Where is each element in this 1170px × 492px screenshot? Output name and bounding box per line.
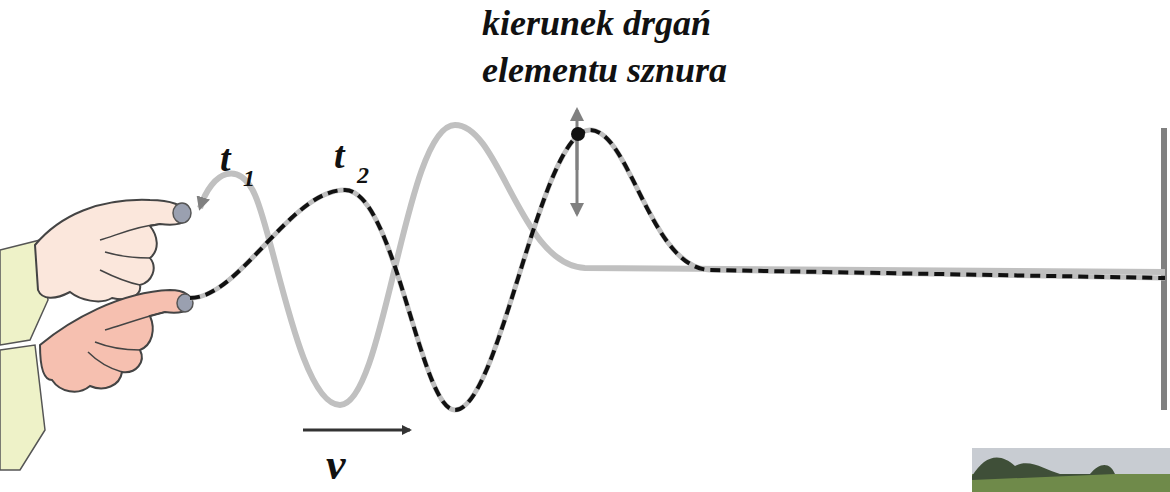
- time-subscript: 2: [357, 161, 369, 189]
- rope-grip: [173, 203, 191, 223]
- hand: [35, 200, 188, 301]
- sleeve: [0, 345, 45, 470]
- time-subscript: 1: [243, 164, 255, 192]
- velocity-label: v: [326, 440, 346, 490]
- time-label: t: [220, 136, 231, 180]
- hand: [100, 224, 160, 285]
- time-label: t: [334, 133, 345, 177]
- velocity-arrow: [303, 429, 410, 432]
- photo-thumbnail: [972, 457, 1115, 480]
- rope-t1: [200, 125, 1165, 405]
- rope-t2: [190, 130, 1165, 410]
- vibration-arrow: [576, 135, 579, 214]
- rope-t2: [190, 130, 1165, 410]
- rope-element: [571, 127, 585, 141]
- photo-thumbnail: [972, 448, 1170, 492]
- hand: [40, 290, 192, 392]
- hand: [88, 312, 165, 372]
- annotation: kierunek drgań elementu sznura: [482, 0, 822, 94]
